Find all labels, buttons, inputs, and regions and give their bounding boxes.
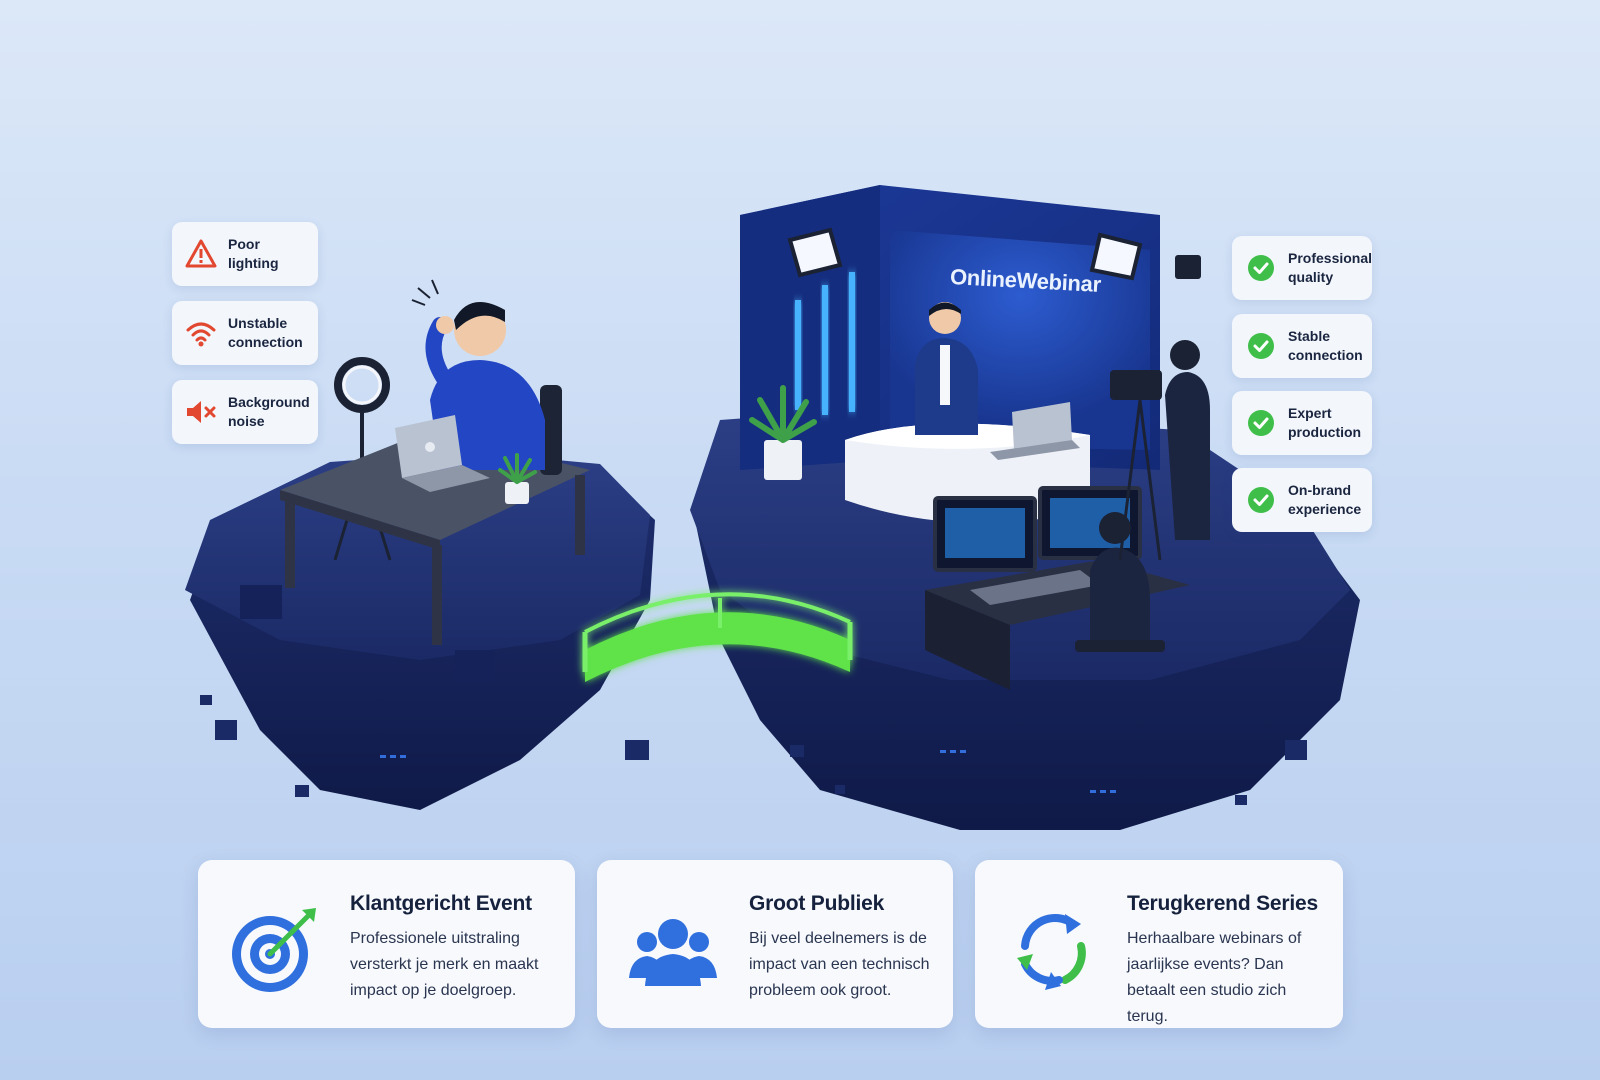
check-icon xyxy=(1244,406,1278,440)
benefit-professional-quality: Professional quality xyxy=(1232,236,1372,300)
check-icon xyxy=(1244,329,1278,363)
card-title: Groot Publiek xyxy=(749,892,885,915)
audience-icon xyxy=(625,902,721,998)
benefit-label: Stable connection xyxy=(1288,328,1363,363)
problem-label: Unstable connection xyxy=(228,315,303,350)
recurring-icon xyxy=(1003,902,1099,998)
benefit-stable-connection: Stable connection xyxy=(1232,314,1372,378)
home-desk-scene xyxy=(280,279,590,645)
wifi-icon xyxy=(184,316,218,350)
card-title: Terugkerend Series xyxy=(1127,892,1318,915)
benefit-label: On-brand experience xyxy=(1288,482,1362,517)
warning-icon xyxy=(184,237,218,271)
benefit-expert-production: Expert production xyxy=(1232,391,1372,455)
benefit-label: Expert production xyxy=(1288,405,1362,440)
card-body: Herhaalbare webinars of jaarlijkse event… xyxy=(1127,930,1302,1025)
benefit-label: Professional quality xyxy=(1288,250,1373,285)
card-klantgericht-event: Klantgericht Event Professionele uitstra… xyxy=(198,860,575,1028)
card-body: Professionele uitstraling versterkt je m… xyxy=(350,930,539,999)
card-body: Bij veel deelnemers is de impact van een… xyxy=(749,930,930,999)
problem-label: Poor lighting xyxy=(228,236,279,271)
problem-background-noise: Background noise xyxy=(172,380,318,444)
benefit-on-brand-experience: On-brand experience xyxy=(1232,468,1372,532)
studio-set xyxy=(740,185,1210,690)
problem-label: Background noise xyxy=(228,394,310,429)
problem-poor-lighting: Poor lighting xyxy=(172,222,318,286)
check-icon xyxy=(1244,483,1278,517)
target-icon xyxy=(226,902,322,998)
bridge xyxy=(582,592,853,682)
card-title: Klantgericht Event xyxy=(350,892,532,915)
muted-speaker-icon xyxy=(184,395,218,429)
check-icon xyxy=(1244,251,1278,285)
problem-unstable-connection: Unstable connection xyxy=(172,301,318,365)
card-groot-publiek: Groot Publiek Bij veel deelnemers is de … xyxy=(597,860,953,1028)
card-terugkerend-series: Terugkerend Series Herhaalbare webinars … xyxy=(975,860,1343,1028)
